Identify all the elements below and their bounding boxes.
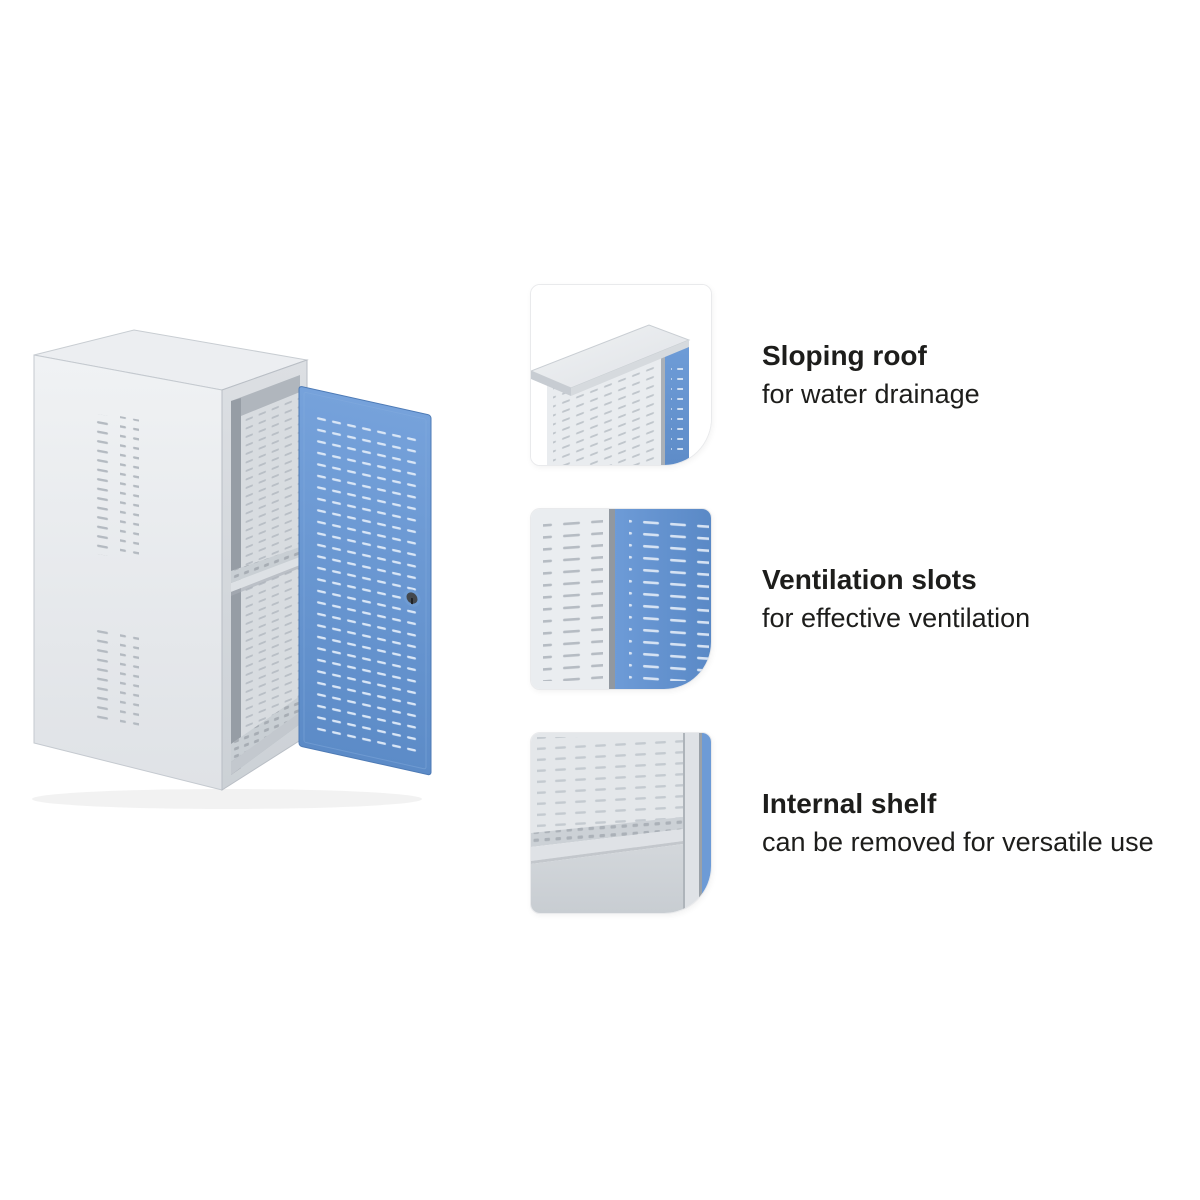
feature-text-ventilation-slots: Ventilation slots for effective ventilat…: [762, 563, 1030, 635]
sloping-roof-slab: [531, 324, 691, 396]
sloping-roof-detail-image: [531, 285, 711, 465]
feature-title-ventilation-slots: Ventilation slots: [762, 564, 977, 595]
thumbnail-ventilation-slots: [530, 508, 712, 690]
feature-title-internal-shelf: Internal shelf: [762, 788, 937, 819]
feature-subtitle-internal-shelf: can be removed for versatile use: [762, 827, 1154, 857]
thumbnail-sloping-roof: [530, 284, 712, 466]
internal-shelf: [231, 547, 300, 596]
feature-subtitle-sloping-roof: for water drainage: [762, 379, 980, 409]
cabinet-door-open: [298, 386, 432, 776]
product-image-cabinet: [22, 328, 442, 813]
door-lock: [403, 589, 421, 607]
floor-shadow: [32, 789, 422, 809]
side-ventilation-slots: [92, 412, 139, 729]
feature-row-ventilation-slots: Ventilation slots for effective ventilat…: [530, 508, 1200, 690]
feature-text-internal-shelf: Internal shelf can be removed for versat…: [762, 787, 1154, 859]
door-edge: [702, 733, 711, 913]
ventilation-slots-detail-image: [531, 509, 711, 689]
feature-row-internal-shelf: Internal shelf can be removed for versat…: [530, 732, 1200, 914]
feature-title-sloping-roof: Sloping roof: [762, 340, 927, 371]
cabinet-interior: [231, 375, 300, 775]
lower-compartment: [531, 844, 683, 913]
cabinet-illustration: [32, 329, 432, 809]
feature-row-sloping-roof: Sloping roof for water drainage: [530, 284, 1200, 466]
perforated-floor: [231, 696, 300, 775]
feature-subtitle-ventilation-slots: for effective ventilation: [762, 603, 1031, 633]
internal-shelf-surface: [531, 817, 683, 864]
door-ventilation-slots: [313, 411, 417, 759]
thumbnail-internal-shelf: [530, 732, 712, 914]
internal-shelf-detail-image: [531, 733, 711, 913]
feature-text-sloping-roof: Sloping roof for water drainage: [762, 339, 980, 411]
